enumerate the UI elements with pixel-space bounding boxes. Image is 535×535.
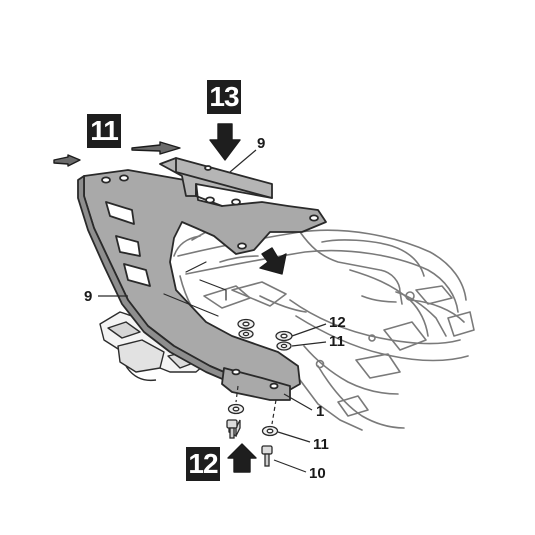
arrow-up-icon — [227, 443, 257, 473]
lower-washers-bolts — [226, 403, 279, 467]
upper-washers — [237, 318, 293, 351]
step-13-badge: 13 — [207, 80, 241, 114]
screw-axis-lines — [235, 385, 277, 425]
step-11-badge: 11 — [87, 114, 121, 148]
part-10-label: 10 — [309, 465, 326, 482]
arrow-right-icon — [131, 141, 181, 155]
part-11-lower-label: 11 — [313, 436, 329, 453]
part-9-side-label: 9 — [84, 288, 93, 305]
arrow-down-icon — [209, 123, 241, 161]
rack-plate — [77, 157, 327, 401]
direction-arrows — [53, 123, 287, 473]
part-1-label: 1 — [316, 403, 325, 420]
step-12-badge: 12 — [186, 447, 220, 481]
leader-lines — [98, 149, 327, 473]
part-11-upper-label: 11 — [329, 333, 345, 350]
arrow-down-icon — [259, 247, 287, 275]
part-12-label: 12 — [329, 314, 346, 331]
arrow-right-icon — [53, 154, 81, 167]
part-9-top-label: 9 — [257, 135, 266, 152]
